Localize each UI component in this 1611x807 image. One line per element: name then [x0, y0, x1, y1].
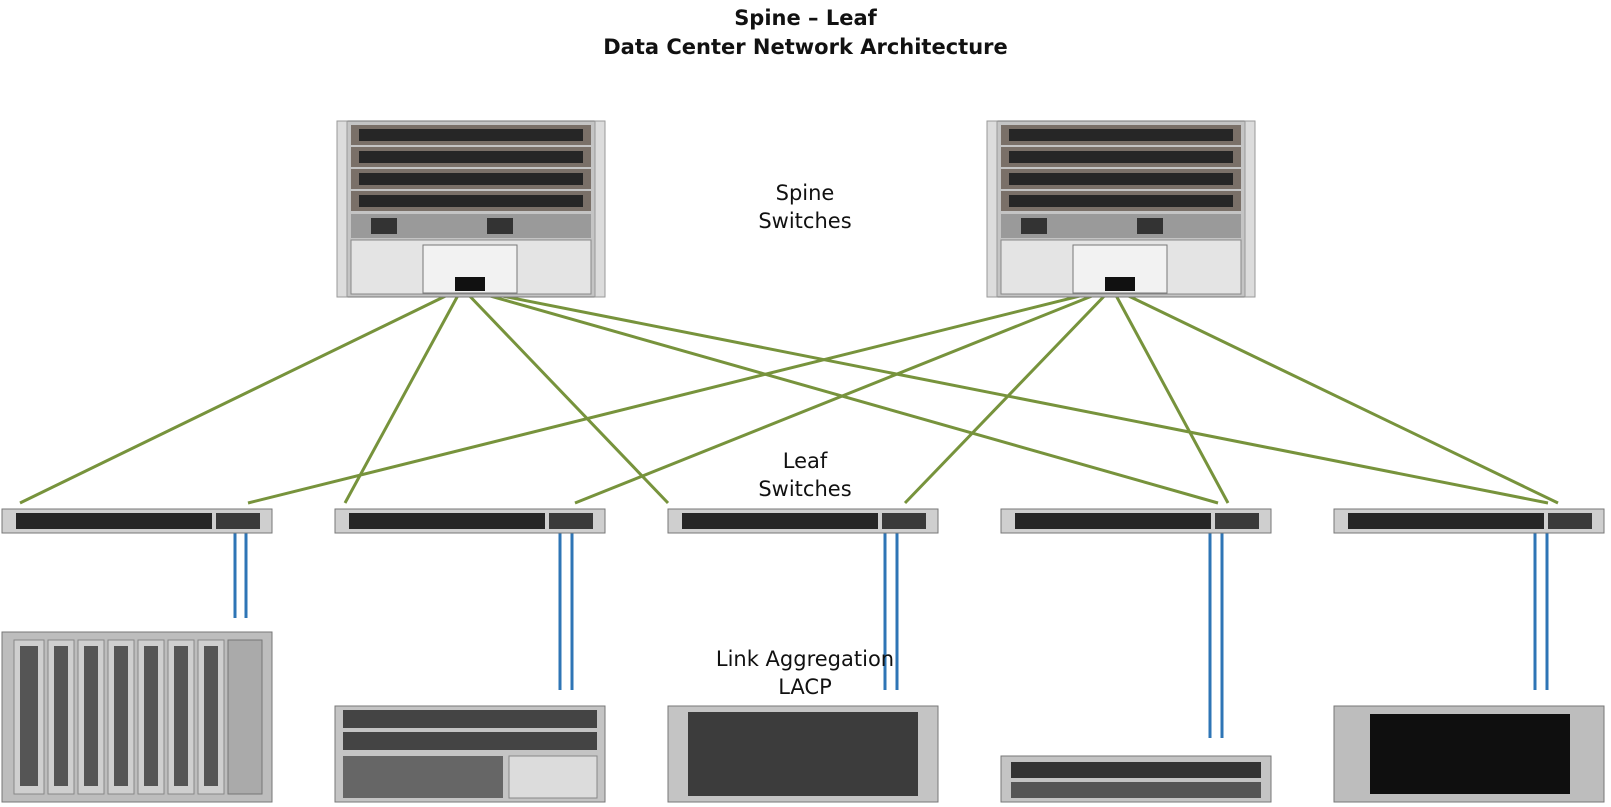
diagram-title-line1: Spine – Leaf [734, 6, 877, 30]
link-spine1-leaf1 [19, 286, 463, 505]
spine-switch-1 [336, 120, 606, 298]
link-spine2-leaf5 [1111, 286, 1559, 505]
link-spine1-leaf5 [461, 286, 1549, 505]
rack-server-2u [1000, 755, 1272, 803]
leaf-label-line2: Switches [758, 477, 852, 501]
link-spine2-leaf2 [574, 286, 1113, 505]
leaf-switch-5 [1333, 508, 1605, 534]
leaf-label: Leaf Switches [700, 447, 910, 503]
lacp-label-line2: LACP [778, 675, 832, 699]
leaf-switch-3 [667, 508, 939, 534]
rack-server-4u [334, 705, 606, 803]
link-spine1-leaf2 [343, 287, 464, 504]
spine-label-line2: Switches [758, 209, 852, 233]
spine-label: Spine Switches [700, 179, 910, 235]
link-spine2-leaf1 [247, 286, 1113, 505]
spine-label-line1: Spine [775, 181, 835, 205]
blade-chassis [1, 631, 273, 803]
lacp-label: Link Aggregation LACP [700, 645, 910, 701]
diagram-title-line2: Data Center Network Architecture [603, 35, 1008, 59]
leaf-switch-1 [1, 508, 273, 534]
leaf-switch-4 [1000, 508, 1272, 534]
lacp-links [233, 522, 1549, 738]
link-spine2-leaf3 [903, 286, 1114, 505]
leaf-switch-2 [334, 508, 606, 534]
leaf-label-line1: Leaf [782, 449, 828, 473]
link-spine2-leaf4 [1110, 287, 1230, 504]
storage-array-4u [667, 705, 939, 803]
link-spine1-leaf3 [460, 286, 670, 505]
storage-array-3u [1333, 705, 1605, 803]
spine-leaf-links [19, 286, 1559, 505]
spine-switch-2 [986, 120, 1256, 298]
lacp-label-line1: Link Aggregation [715, 647, 895, 671]
